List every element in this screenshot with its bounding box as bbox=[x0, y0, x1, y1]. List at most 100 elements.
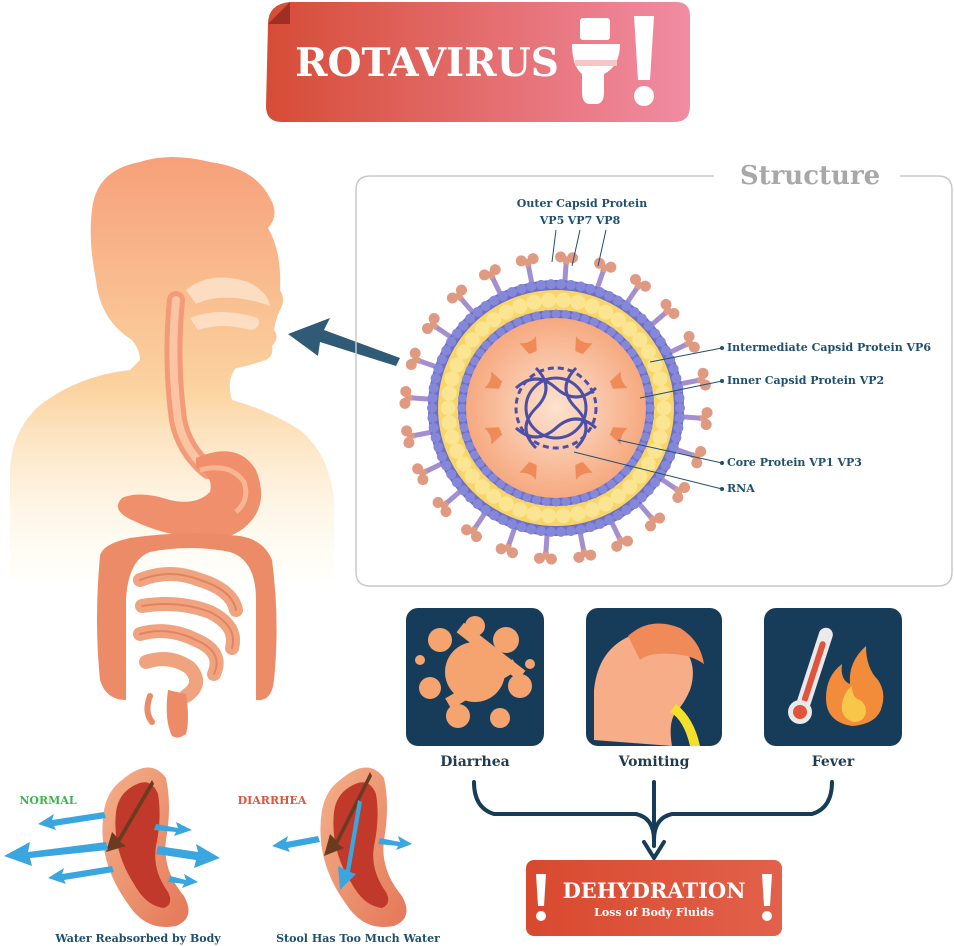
inner-bead bbox=[465, 365, 475, 375]
intermediate-bead bbox=[622, 321, 638, 337]
outer-bead bbox=[674, 412, 685, 423]
outer-bead bbox=[480, 505, 491, 516]
intermediate-bead bbox=[622, 479, 638, 495]
inner-bead bbox=[580, 492, 590, 502]
inner-bead bbox=[458, 413, 468, 423]
inner-bead bbox=[488, 473, 498, 483]
outer-bead bbox=[526, 524, 537, 535]
intermediate-bead bbox=[526, 294, 542, 310]
intermediate-bead bbox=[456, 344, 472, 360]
inner-bead bbox=[606, 479, 616, 489]
outer-bead bbox=[594, 518, 605, 529]
outer-bead bbox=[497, 290, 508, 301]
spike-head bbox=[533, 551, 557, 565]
core-protein-mark bbox=[519, 336, 537, 355]
human-figure bbox=[10, 157, 334, 738]
structure-labels: Outer Capsid Protein VP5 VP7 VP8 Interme… bbox=[517, 197, 932, 495]
spike-head bbox=[699, 407, 713, 431]
outer-bead bbox=[427, 393, 438, 404]
outer-bead bbox=[655, 336, 666, 347]
core-protein-mark bbox=[484, 427, 503, 445]
outer-bead bbox=[629, 499, 640, 510]
inner-bead bbox=[513, 489, 523, 499]
label-vp7: VP7 bbox=[567, 214, 592, 227]
intermediate-bead bbox=[474, 321, 490, 337]
outer-bead bbox=[516, 283, 527, 294]
label-intermediate-capsid: Intermediate Capsid Protein VP6 bbox=[727, 341, 931, 354]
diarrhea-intestine: DIARRHEA Stool Has Too Much Water bbox=[238, 767, 440, 945]
toilet-icon bbox=[572, 18, 620, 104]
inner-bead bbox=[598, 322, 608, 332]
intermediate-bead bbox=[512, 502, 528, 518]
symptom-label-vomiting: Vomiting bbox=[618, 754, 690, 770]
spike-head bbox=[691, 446, 707, 469]
outer-bead bbox=[536, 279, 547, 290]
inner-bead bbox=[481, 466, 491, 476]
outer-bead bbox=[465, 313, 476, 324]
spike-head bbox=[421, 313, 440, 335]
outer-bead bbox=[555, 279, 566, 290]
label-vp5: VP5 bbox=[539, 214, 564, 227]
normal-label: NORMAL bbox=[19, 794, 76, 807]
inner-bead bbox=[645, 403, 655, 413]
outer-bead bbox=[650, 328, 661, 339]
spike-head bbox=[683, 330, 700, 353]
stool-arrow-diarrhea bbox=[324, 772, 372, 856]
intermediate-bead bbox=[640, 456, 656, 472]
outer-bead bbox=[636, 492, 647, 503]
intermediate-bead bbox=[632, 332, 648, 348]
inner-bead bbox=[598, 484, 608, 494]
structure-panel: Structure bbox=[355, 161, 953, 587]
intermediate-bead bbox=[541, 292, 557, 308]
outer-bead bbox=[546, 279, 557, 290]
intermediate-bead bbox=[647, 357, 663, 373]
intermediate-bead bbox=[610, 312, 626, 328]
intermediate-bead bbox=[541, 508, 557, 524]
spike-head bbox=[401, 425, 416, 449]
outer-bead bbox=[507, 518, 518, 529]
spike-head bbox=[672, 481, 691, 503]
inner-bead bbox=[522, 492, 532, 502]
intermediate-bead bbox=[444, 429, 460, 445]
spike-head bbox=[594, 257, 617, 273]
core-protein-mark bbox=[519, 461, 537, 480]
intermediate-bead bbox=[449, 357, 465, 373]
outer-capsid-spikes bbox=[399, 251, 713, 565]
infection-arrow bbox=[288, 318, 400, 366]
outer-bead bbox=[497, 515, 508, 526]
inner-bead bbox=[580, 314, 590, 324]
outer-bead bbox=[516, 522, 527, 533]
intermediate-bead bbox=[444, 371, 460, 387]
label-core-protein: Core Protein VP1 VP3 bbox=[727, 456, 862, 469]
outer-bead bbox=[674, 393, 685, 404]
outer-bead bbox=[613, 295, 623, 306]
symptom-connectors bbox=[472, 780, 834, 862]
normal-intestine: NORMAL Water Reabsorbed by Body bbox=[4, 767, 221, 945]
inner-bead bbox=[571, 311, 581, 321]
inner-bead bbox=[643, 383, 653, 393]
outer-bead bbox=[643, 320, 654, 331]
inner-bead bbox=[637, 441, 647, 451]
outer-bead bbox=[665, 354, 676, 365]
outer-bead bbox=[673, 422, 684, 433]
intermediate-capsid-layer bbox=[440, 292, 672, 524]
label-rna: RNA bbox=[727, 482, 755, 495]
outer-bead bbox=[660, 345, 671, 356]
spike-head bbox=[645, 512, 666, 532]
inner-bead bbox=[496, 479, 506, 489]
inner-bead bbox=[470, 356, 480, 366]
outer-bead bbox=[629, 306, 640, 317]
outer-bead bbox=[451, 328, 462, 339]
outer-bead bbox=[489, 510, 499, 521]
outer-bead bbox=[546, 526, 557, 537]
rotavirus-particle bbox=[399, 251, 713, 565]
intermediate-bead bbox=[441, 415, 457, 431]
outer-bead bbox=[655, 469, 666, 480]
outer-bead bbox=[458, 485, 469, 496]
diarrhea-label: DIARRHEA bbox=[238, 794, 307, 807]
spike-head bbox=[461, 524, 483, 543]
inner-bead bbox=[589, 489, 599, 499]
core-protein-mark bbox=[609, 371, 628, 389]
inner-bead bbox=[457, 403, 467, 413]
outer-bead bbox=[650, 477, 661, 488]
